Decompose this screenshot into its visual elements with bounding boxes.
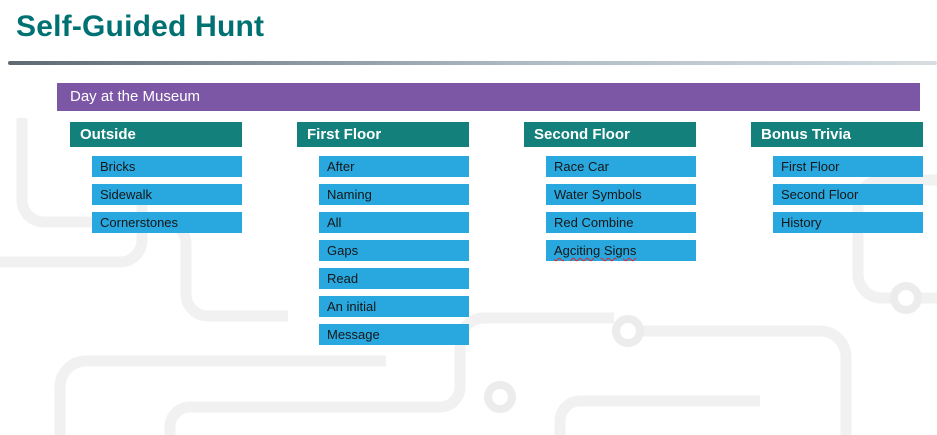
hunt-item-red-combine[interactable]: Red Combine bbox=[546, 212, 696, 233]
section-banner: Day at the Museum bbox=[57, 83, 920, 111]
column-header-second-floor: Second Floor bbox=[524, 122, 696, 147]
hunt-item-agciting-signs[interactable]: Agciting Signs bbox=[546, 240, 696, 261]
column-items-bonus-trivia: First Floor Second Floor History bbox=[773, 156, 923, 233]
hunt-item-sidewalk[interactable]: Sidewalk bbox=[92, 184, 242, 205]
hunt-item-message[interactable]: Message bbox=[319, 324, 469, 345]
column-header-first-floor: First Floor bbox=[297, 122, 469, 147]
hunt-item-race-car[interactable]: Race Car bbox=[546, 156, 696, 177]
hunt-item-read[interactable]: Read bbox=[319, 268, 469, 289]
hunt-item-bricks[interactable]: Bricks bbox=[92, 156, 242, 177]
hunt-board: Outside Bricks Sidewalk Cornerstones Fir… bbox=[70, 122, 923, 345]
column-first-floor: First Floor After Naming All Gaps Read A… bbox=[297, 122, 469, 345]
page-title: Self-Guided Hunt bbox=[16, 10, 265, 43]
hunt-item-cornerstones[interactable]: Cornerstones bbox=[92, 212, 242, 233]
hunt-item-after[interactable]: After bbox=[319, 156, 469, 177]
hunt-item-history[interactable]: History bbox=[773, 212, 923, 233]
column-second-floor: Second Floor Race Car Water Symbols Red … bbox=[524, 122, 696, 345]
hunt-item-bonus-first-floor[interactable]: First Floor bbox=[773, 156, 923, 177]
column-items-first-floor: After Naming All Gaps Read An initial Me… bbox=[319, 156, 469, 345]
column-header-bonus-trivia: Bonus Trivia bbox=[751, 122, 923, 147]
hunt-item-an-initial[interactable]: An initial bbox=[319, 296, 469, 317]
column-items-second-floor: Race Car Water Symbols Red Combine Agcit… bbox=[546, 156, 696, 261]
hunt-item-gaps[interactable]: Gaps bbox=[319, 240, 469, 261]
column-items-outside: Bricks Sidewalk Cornerstones bbox=[92, 156, 242, 233]
hunt-item-all[interactable]: All bbox=[319, 212, 469, 233]
column-bonus-trivia: Bonus Trivia First Floor Second Floor Hi… bbox=[751, 122, 923, 345]
column-outside: Outside Bricks Sidewalk Cornerstones bbox=[70, 122, 242, 345]
hunt-item-bonus-second-floor[interactable]: Second Floor bbox=[773, 184, 923, 205]
hunt-item-naming[interactable]: Naming bbox=[319, 184, 469, 205]
title-divider bbox=[8, 61, 937, 65]
column-header-outside: Outside bbox=[70, 122, 242, 147]
hunt-item-water-symbols[interactable]: Water Symbols bbox=[546, 184, 696, 205]
